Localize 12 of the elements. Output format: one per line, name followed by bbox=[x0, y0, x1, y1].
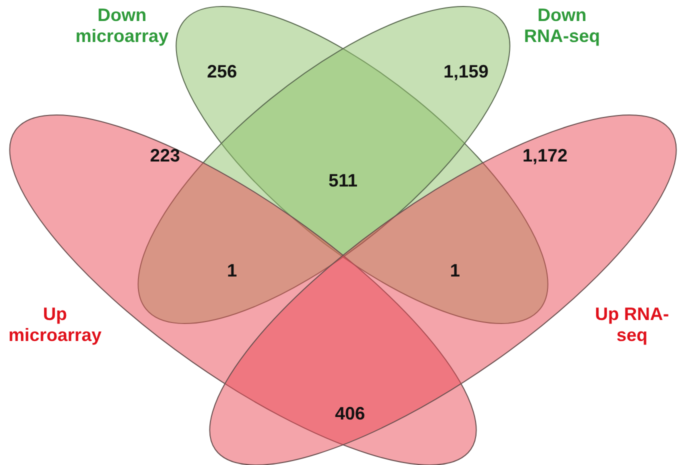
count-label: 406 bbox=[334, 404, 366, 424]
set-label: Up microarray bbox=[7, 304, 103, 346]
count-label: 256 bbox=[206, 62, 238, 82]
count-label: 223 bbox=[150, 146, 180, 166]
set-label: Up RNA-seq bbox=[594, 304, 670, 346]
count-label: 511 bbox=[328, 170, 358, 192]
set-label: Down RNA-seq bbox=[522, 5, 601, 47]
count-label: 1 bbox=[450, 260, 460, 282]
count-label: 1 bbox=[227, 260, 237, 282]
set-label: Down microarray bbox=[74, 5, 170, 47]
count-label: 1,159 bbox=[443, 62, 489, 82]
count-label: 1,172 bbox=[522, 146, 568, 166]
